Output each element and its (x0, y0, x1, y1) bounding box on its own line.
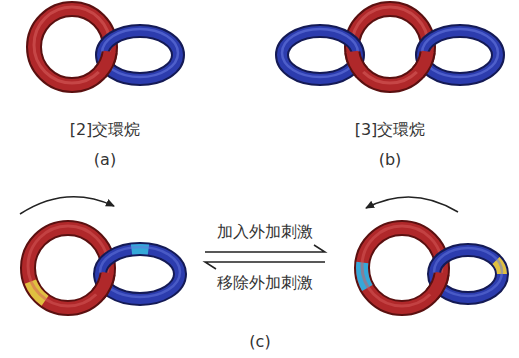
caption-label: [2]交環烷 (70, 120, 141, 139)
equilibrium-arrows (205, 245, 325, 269)
panel-letter: (a) (94, 150, 116, 169)
panel-letter: (c) (249, 332, 270, 351)
stimulus-label: 移除外加刺激 (217, 273, 313, 292)
caption-label: [3]交環烷 (355, 120, 426, 139)
switch-state-left (20, 197, 180, 308)
switch-state-right (362, 197, 502, 308)
three-ring-catenane (282, 7, 498, 85)
stimulus-label: 加入外加刺激 (217, 222, 313, 241)
two-ring-catenane (34, 7, 178, 85)
panel-letter: (b) (379, 150, 402, 169)
